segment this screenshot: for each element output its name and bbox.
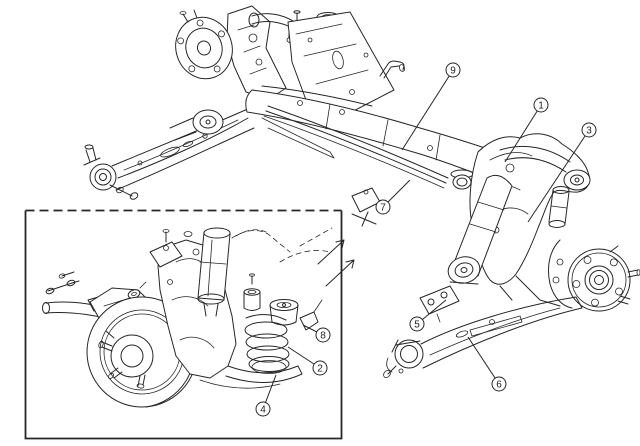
callout-circle xyxy=(375,199,391,215)
callout-circle xyxy=(533,97,549,113)
stabilizer-bar xyxy=(263,105,474,227)
left-knuckle xyxy=(226,5,287,101)
callout-leader-line xyxy=(504,104,542,163)
callout-circle xyxy=(491,376,507,392)
callout-number: 7 xyxy=(380,203,386,214)
callout-number: 6 xyxy=(496,380,502,391)
callout-number: 8 xyxy=(320,331,326,342)
callout-6[interactable]: 6 xyxy=(467,336,507,392)
callout-number: 5 xyxy=(414,320,420,331)
mount-plate xyxy=(419,285,460,323)
callout-number: 4 xyxy=(260,405,266,416)
inset-border xyxy=(24,209,343,440)
callout-number: 9 xyxy=(450,66,456,77)
callout-number: 1 xyxy=(538,101,544,112)
reference-arrows xyxy=(317,239,355,287)
callout-number: 3 xyxy=(586,126,592,137)
spring-mounts xyxy=(243,273,299,326)
callout-circle xyxy=(581,122,597,138)
callout-3[interactable]: 3 xyxy=(527,122,597,223)
callout-7[interactable]: 7 xyxy=(375,179,411,215)
upper-control-arm-right xyxy=(499,145,591,228)
callout-leader-line xyxy=(401,69,454,151)
callout-leader-line xyxy=(467,336,500,385)
callout-8[interactable]: 8 xyxy=(302,324,331,343)
callout-circle xyxy=(445,62,461,78)
callout-4[interactable]: 4 xyxy=(255,374,277,417)
callout-layer: 1 2 3 4 5 6 7 8 9 xyxy=(255,62,597,417)
left-wheel-hub xyxy=(175,9,233,80)
crossmember xyxy=(245,85,506,181)
callout-circle xyxy=(255,401,271,417)
main-view xyxy=(83,5,640,379)
coil-spring xyxy=(244,314,290,374)
callout-2[interactable]: 2 xyxy=(287,346,328,376)
callout-circle xyxy=(409,316,425,332)
lower-trailing-arm xyxy=(383,275,583,379)
callout-circle xyxy=(315,327,331,343)
right-wheel-hub xyxy=(547,239,640,312)
callout-5[interactable]: 5 xyxy=(409,299,447,332)
inset-view xyxy=(24,209,355,440)
shock-absorber-main xyxy=(447,174,513,285)
callout-leader-line xyxy=(527,129,590,223)
callout-9[interactable]: 9 xyxy=(401,62,461,151)
subframe-bushing xyxy=(169,109,335,159)
callout-1[interactable]: 1 xyxy=(504,97,549,163)
callout-circle xyxy=(312,360,328,376)
callout-number: 2 xyxy=(317,364,323,375)
inset-shock xyxy=(149,227,333,317)
brake-pipe xyxy=(379,60,406,79)
left-trailing-arm xyxy=(83,107,255,200)
